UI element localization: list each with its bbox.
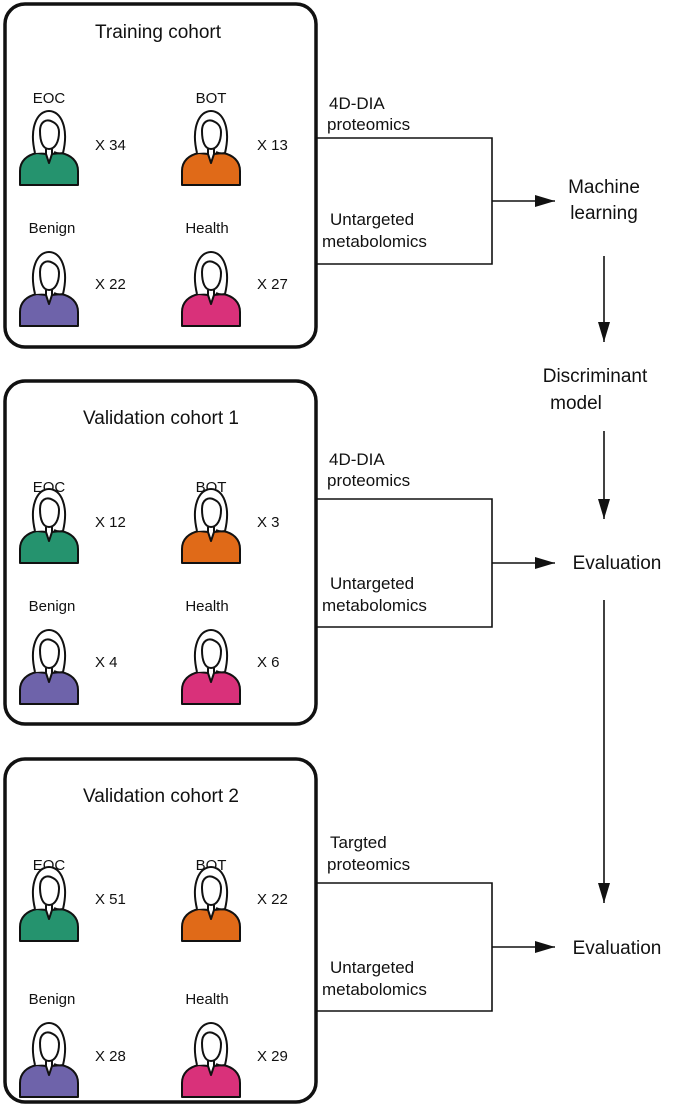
method-label-bottom: metabolomics xyxy=(322,980,427,999)
shirt xyxy=(19,671,79,705)
group-label-health: Health xyxy=(185,220,228,237)
shirt xyxy=(19,1064,79,1098)
group-label-bot: BOT xyxy=(196,90,227,107)
validation-cohort-2-title: Validation cohort 2 xyxy=(83,786,239,807)
woman-outline xyxy=(31,629,67,675)
method-label-top: proteomics xyxy=(327,115,410,134)
count-bot: X 22 xyxy=(257,891,288,908)
method-label-bottom: metabolomics xyxy=(322,232,427,251)
group-label-benign: Benign xyxy=(29,991,76,1008)
count-bot: X 3 xyxy=(257,514,280,531)
woman-icon xyxy=(19,629,79,705)
shirt xyxy=(181,293,241,327)
woman-outline xyxy=(193,629,229,675)
training-cohort-title: Training cohort xyxy=(95,22,222,43)
group-label-eoc: EOC xyxy=(33,90,66,107)
machine-learning-label: Machine xyxy=(568,177,640,198)
count-health: X 6 xyxy=(257,654,280,671)
woman-icon xyxy=(181,251,241,327)
shirt xyxy=(181,908,241,942)
shirt xyxy=(19,530,79,564)
shirt xyxy=(181,1064,241,1098)
evaluation-label: Evaluation xyxy=(573,938,662,959)
shirt xyxy=(181,530,241,564)
woman-icon xyxy=(181,110,241,186)
count-benign: X 4 xyxy=(95,654,118,671)
woman-icon xyxy=(19,1022,79,1098)
woman-icon xyxy=(181,1022,241,1098)
discriminant-model-label: model xyxy=(550,393,602,414)
shirt xyxy=(19,908,79,942)
count-benign: X 28 xyxy=(95,1048,126,1065)
woman-outline xyxy=(193,1022,229,1068)
count-health: X 27 xyxy=(257,276,288,293)
woman-icon xyxy=(181,629,241,705)
method-label-top: Targted xyxy=(330,833,387,852)
shirt xyxy=(181,671,241,705)
count-benign: X 22 xyxy=(95,276,126,293)
shirt xyxy=(181,152,241,186)
shirt xyxy=(19,152,79,186)
group-label-benign: Benign xyxy=(29,220,76,237)
woman-icon xyxy=(19,110,79,186)
shirt xyxy=(19,293,79,327)
method-label-top: 4D-DIA xyxy=(329,450,385,469)
method-label-bottom: Untargeted xyxy=(330,958,414,977)
validation-cohort-1-box xyxy=(3,379,318,726)
machine-learning-label: learning xyxy=(570,203,638,224)
discriminant-model-label: Discriminant xyxy=(543,366,648,387)
woman-outline xyxy=(31,251,67,297)
woman-outline xyxy=(193,251,229,297)
woman-outline xyxy=(193,866,229,912)
count-health: X 29 xyxy=(257,1048,288,1065)
method-label-bottom: Untargeted xyxy=(330,574,414,593)
evaluation-label: Evaluation xyxy=(573,553,662,574)
woman-outline xyxy=(31,110,67,156)
method-label-top: proteomics xyxy=(327,855,410,874)
count-eoc: X 34 xyxy=(95,137,126,154)
group-label-benign: Benign xyxy=(29,598,76,615)
woman-icon xyxy=(181,866,241,942)
count-eoc: X 12 xyxy=(95,514,126,531)
method-label-bottom: metabolomics xyxy=(322,596,427,615)
woman-outline xyxy=(31,488,67,534)
woman-icon xyxy=(19,866,79,942)
group-label-health: Health xyxy=(185,598,228,615)
validation-cohort-2-box xyxy=(3,757,318,1104)
method-label-top: 4D-DIA xyxy=(329,94,385,113)
group-label-health: Health xyxy=(185,991,228,1008)
woman-icon xyxy=(181,488,241,564)
count-bot: X 13 xyxy=(257,137,288,154)
woman-outline xyxy=(31,1022,67,1068)
woman-outline xyxy=(193,110,229,156)
validation-cohort-1-title: Validation cohort 1 xyxy=(83,408,239,429)
method-label-bottom: Untargeted xyxy=(330,210,414,229)
method-label-top: proteomics xyxy=(327,471,410,490)
woman-icon xyxy=(19,251,79,327)
woman-icon xyxy=(19,488,79,564)
training-cohort-box xyxy=(3,2,318,349)
woman-outline xyxy=(31,866,67,912)
woman-outline xyxy=(193,488,229,534)
count-eoc: X 51 xyxy=(95,891,126,908)
